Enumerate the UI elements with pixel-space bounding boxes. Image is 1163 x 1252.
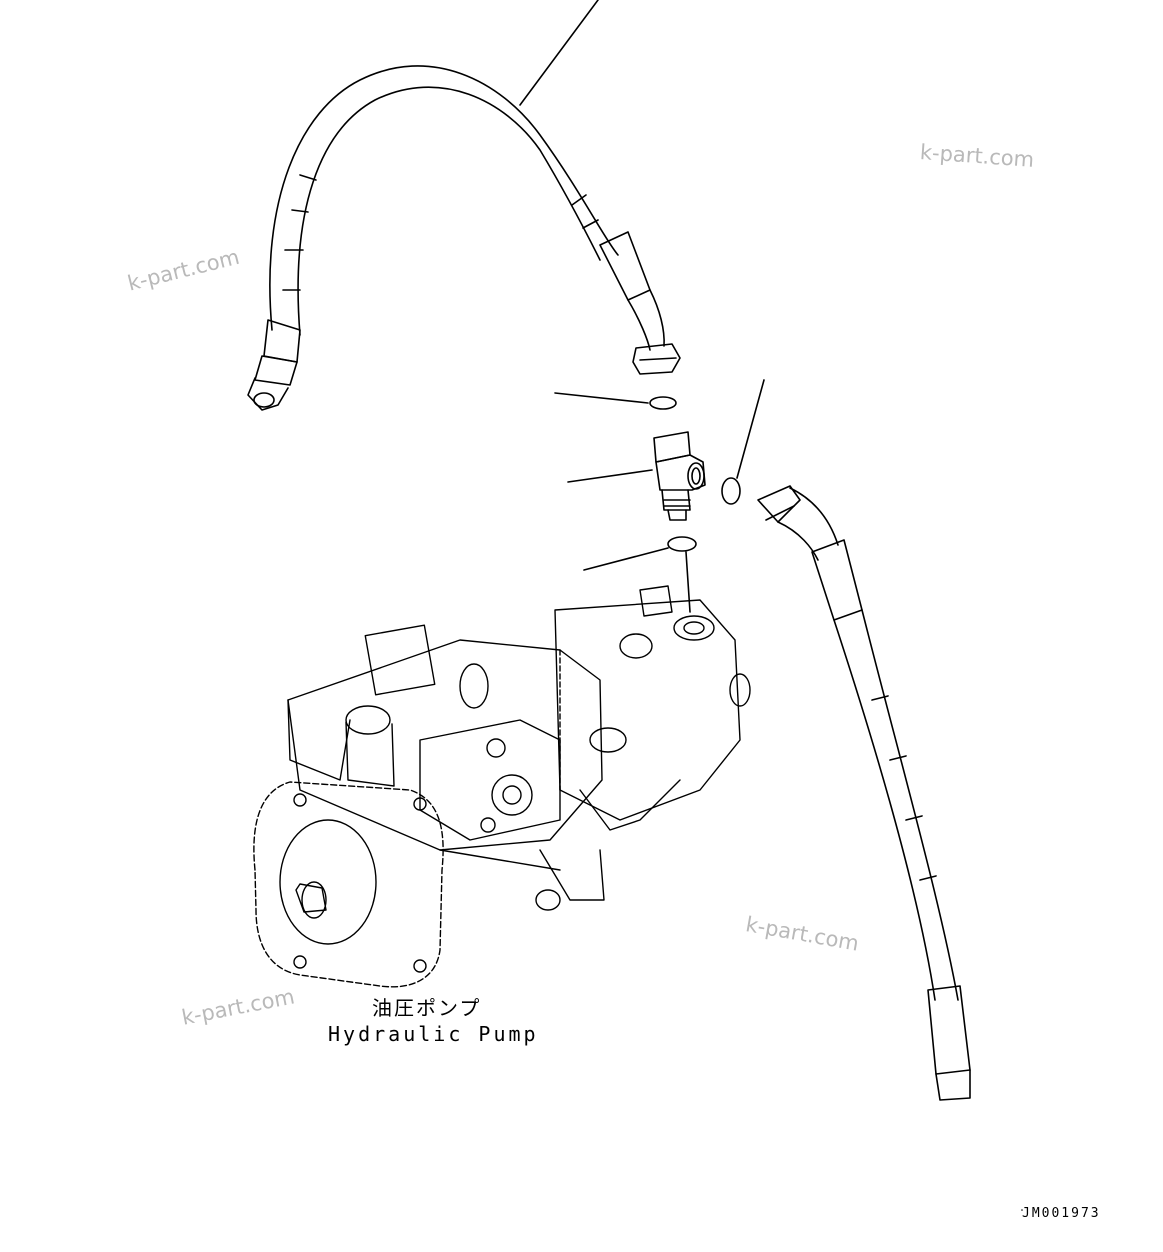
upper-hose — [247, 65, 681, 411]
o-ring-lower — [583, 536, 697, 613]
hydraulic-pump — [253, 585, 751, 988]
o-ring-upper — [554, 392, 677, 410]
elbow-fitting — [567, 431, 706, 521]
o-ring-side — [721, 379, 765, 505]
leader-line — [519, 0, 599, 106]
drawing-code: JM001973 — [1022, 1206, 1101, 1221]
lower-hose — [757, 485, 971, 1101]
pump-label-japanese: 油圧ポンプ — [372, 996, 482, 1020]
pump-label-english: Hydraulic Pump — [328, 1022, 539, 1046]
